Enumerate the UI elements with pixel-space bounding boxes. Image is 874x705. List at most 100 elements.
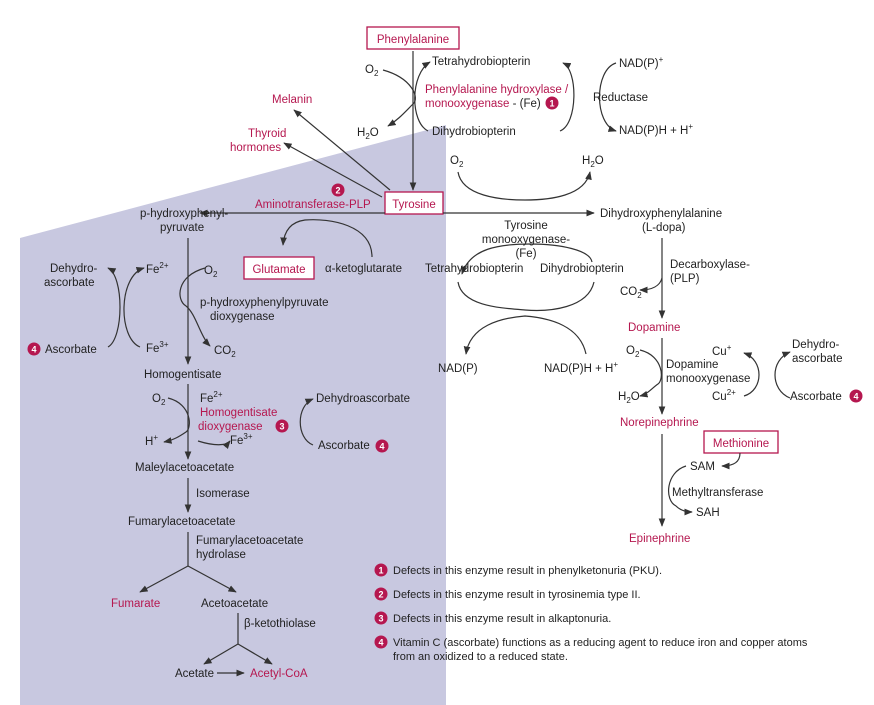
tyr-to-melanin-arrow (293, 109, 391, 191)
marker-4-hppd (27, 342, 41, 356)
akg-label: α-ketoglutarate (325, 263, 402, 275)
reductase-left-arc (559, 62, 575, 132)
dopamine-label: Dopamine (628, 322, 680, 334)
fe3-label-hppd: Fe3+ (146, 340, 169, 355)
methionine-label: Methionine (713, 438, 769, 450)
fe3-label-hgd: Fe3+ (230, 432, 253, 447)
legend-marker-4-text: 4 (378, 638, 383, 648)
marker-1-pah-text: 1 (549, 99, 554, 109)
aminotransferase-label: Aminotransferase-PLP (255, 199, 371, 211)
ascorbate-right-label: Ascorbate (790, 391, 842, 403)
marker-4-hppd-text: 4 (31, 345, 36, 355)
o2-label-th: O2 (450, 155, 464, 169)
hgd-iron-arc (197, 440, 231, 449)
marker-2-aminotransferase (331, 183, 345, 197)
fah-enzyme-line1: Fumarylacetoacetate (196, 535, 303, 547)
dopa-line1: Dihydroxyphenylalanine (600, 208, 722, 220)
hppd-iron-arc (123, 267, 145, 348)
th-oxygen-arc (457, 171, 592, 201)
dhb-label-top: Dihydrobiopterin (432, 126, 516, 138)
o2-label-hgd: O2 (152, 393, 166, 407)
isomerase-label: Isomerase (196, 488, 250, 500)
fah-enzyme-line2: hydrolase (196, 549, 246, 561)
marker-4-hgd-text: 4 (379, 442, 384, 452)
dbh-enzyme-line1: Dopamine (666, 359, 718, 371)
maleylacetoacetate-label: Maleylacetoacetate (135, 462, 234, 474)
reductase-label: Reductase (593, 92, 648, 104)
tyrosine-box (384, 191, 444, 215)
legend-marker-3-text: 3 (378, 614, 383, 624)
pah-oxygen-arc (382, 69, 416, 127)
hppd-ascorbate-arc (107, 267, 121, 348)
thiolase-label: β-ketothiolase (244, 618, 316, 630)
marker-3-hgd (275, 419, 289, 433)
melanin-label: Melanin (272, 94, 312, 106)
to-acetyl-coa-arrow (237, 643, 273, 665)
marker-4-dbh (849, 389, 863, 403)
marker-3-text: 3 (279, 422, 284, 432)
dehydroascorbate-hgd-label: Dehydroascorbate (316, 393, 410, 405)
hppd-enzyme-line2: dioxygenase (210, 311, 275, 323)
to-fumarate-arrow (139, 565, 189, 593)
dhb-label-th: Dihydrobiopterin (540, 263, 624, 275)
dehydroascorbate-left-line2: ascorbate (44, 277, 95, 289)
reductase-right-arc (599, 62, 617, 132)
to-acetate-arrow (203, 643, 239, 665)
pah-biopterin-arc (414, 61, 431, 132)
hgd-oxygen-arc (163, 397, 190, 444)
glutamate-box (243, 256, 315, 280)
acetyl-coa-label: Acetyl-CoA (250, 668, 308, 680)
o2-label-pah: O2 (365, 64, 379, 78)
methionine-box (703, 430, 779, 454)
phenylalanine-box (366, 26, 460, 50)
tyr-to-thyroid-arrow (283, 142, 383, 198)
legend-marker-1-text: 1 (378, 566, 383, 576)
pah-enzyme-line1: Phenylalanine hydroxylase / (425, 84, 569, 96)
legend-item-3: Defects in this enzyme result in alkapto… (393, 613, 611, 625)
co2-label-hppd: CO2 (214, 345, 236, 359)
fe2-label-hgd: Fe2+ (200, 390, 223, 405)
marker-2-text: 2 (335, 186, 340, 196)
legend-marker-3 (374, 611, 388, 625)
th-enzyme-line1: Tyrosine (504, 220, 547, 232)
dehydroascorbate-right-line2: ascorbate (792, 353, 843, 365)
legend-item-1: Defects in this enzyme result in phenylk… (393, 565, 662, 577)
sah-label: SAH (696, 507, 720, 519)
ascorbate-hgd-label: Ascorbate (318, 440, 370, 452)
hppd-enzyme-line1: p-hydroxyphenylpyruvate (200, 297, 329, 309)
cu-plus-label: Cu+ (712, 343, 732, 358)
dehydroascorbate-left-line1: Dehydro- (50, 263, 97, 275)
fumarate-label: Fumarate (111, 598, 160, 610)
marker-4-hgd (375, 439, 389, 453)
acetate-label: Acetate (175, 668, 214, 680)
hgd-enzyme-line2: dioxygenase (198, 421, 263, 433)
legend-marker-1 (374, 563, 388, 577)
thb-label-th: Tetrahydrobiopterin (425, 263, 523, 275)
o2-label-hppd: O2 (204, 265, 218, 279)
hplus-label-hgd: H+ (145, 433, 158, 448)
legend-item-4-line2: from an oxidized to a reduced state. (393, 651, 568, 663)
hpp-line2: pyruvate (160, 222, 204, 234)
marker-4-dbh-text: 4 (853, 392, 858, 402)
sam-label: SAM (690, 461, 715, 473)
cu2-label: Cu2+ (712, 388, 736, 403)
h2o-label-pah: H2O (357, 127, 379, 141)
marker-1-pah (545, 96, 559, 110)
ascorbate-left-label: Ascorbate (45, 344, 97, 356)
fe2-label-hppd: Fe2+ (146, 261, 169, 276)
tyrosine-label: Tyrosine (392, 199, 435, 211)
glutamate-label: Glutamate (252, 264, 305, 276)
acetoacetate-label: Acetoacetate (201, 598, 268, 610)
thb-label-top: Tetrahydrobiopterin (432, 56, 530, 68)
hpp-line1: p-hydroxyphenyl- (140, 208, 228, 220)
dehydroascorbate-right-line1: Dehydro- (792, 339, 839, 351)
methionine-to-sam-arrow (721, 452, 741, 470)
dbh-copper-arc (743, 352, 760, 397)
legend-marker-2-text: 2 (378, 590, 383, 600)
ddc-enzyme-line1: Decarboxylase- (670, 259, 750, 271)
homogentisate-label: Homogentisate (144, 369, 221, 381)
bh4-regeneration-top (457, 281, 595, 312)
dbh-oxygen-arc (639, 349, 662, 398)
